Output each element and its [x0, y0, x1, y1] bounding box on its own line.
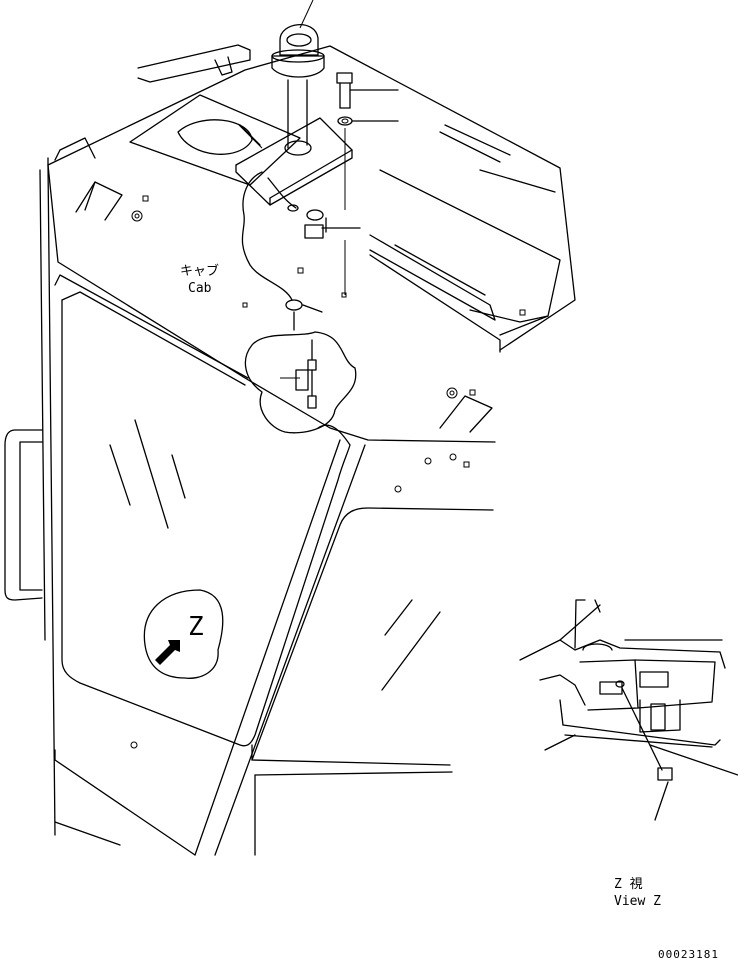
roof-bracket-left [75, 181, 149, 222]
view-z-detail [519, 599, 738, 821]
glass-reflections [109, 419, 441, 691]
drawing-number: 00023181 [658, 948, 719, 961]
view-z-label-en: View Z [614, 894, 661, 909]
cab-body [39, 164, 494, 856]
cab-label-en: Cab [188, 281, 212, 296]
view-z-letter: Z [188, 612, 204, 642]
washer [337, 116, 399, 210]
roof-handrail [54, 44, 251, 161]
roof-bracket-right [439, 387, 493, 433]
view-z-callout [143, 589, 224, 679]
body-holes [130, 453, 470, 749]
leader-lines [237, 0, 314, 379]
view-z-label-jp: Z 視 [614, 877, 643, 892]
nut-and-washer [304, 209, 361, 295]
cab-roof [47, 45, 576, 443]
rotary-warning-lamp [271, 24, 325, 149]
roof-holes [242, 267, 526, 316]
cab-left-handrail [4, 429, 43, 601]
harness-wire [241, 171, 323, 331]
connector-detail [244, 331, 357, 434]
bolt [336, 72, 399, 109]
lamp-mount-bracket [235, 117, 353, 206]
cab-label-jp: キャブ [180, 263, 219, 279]
